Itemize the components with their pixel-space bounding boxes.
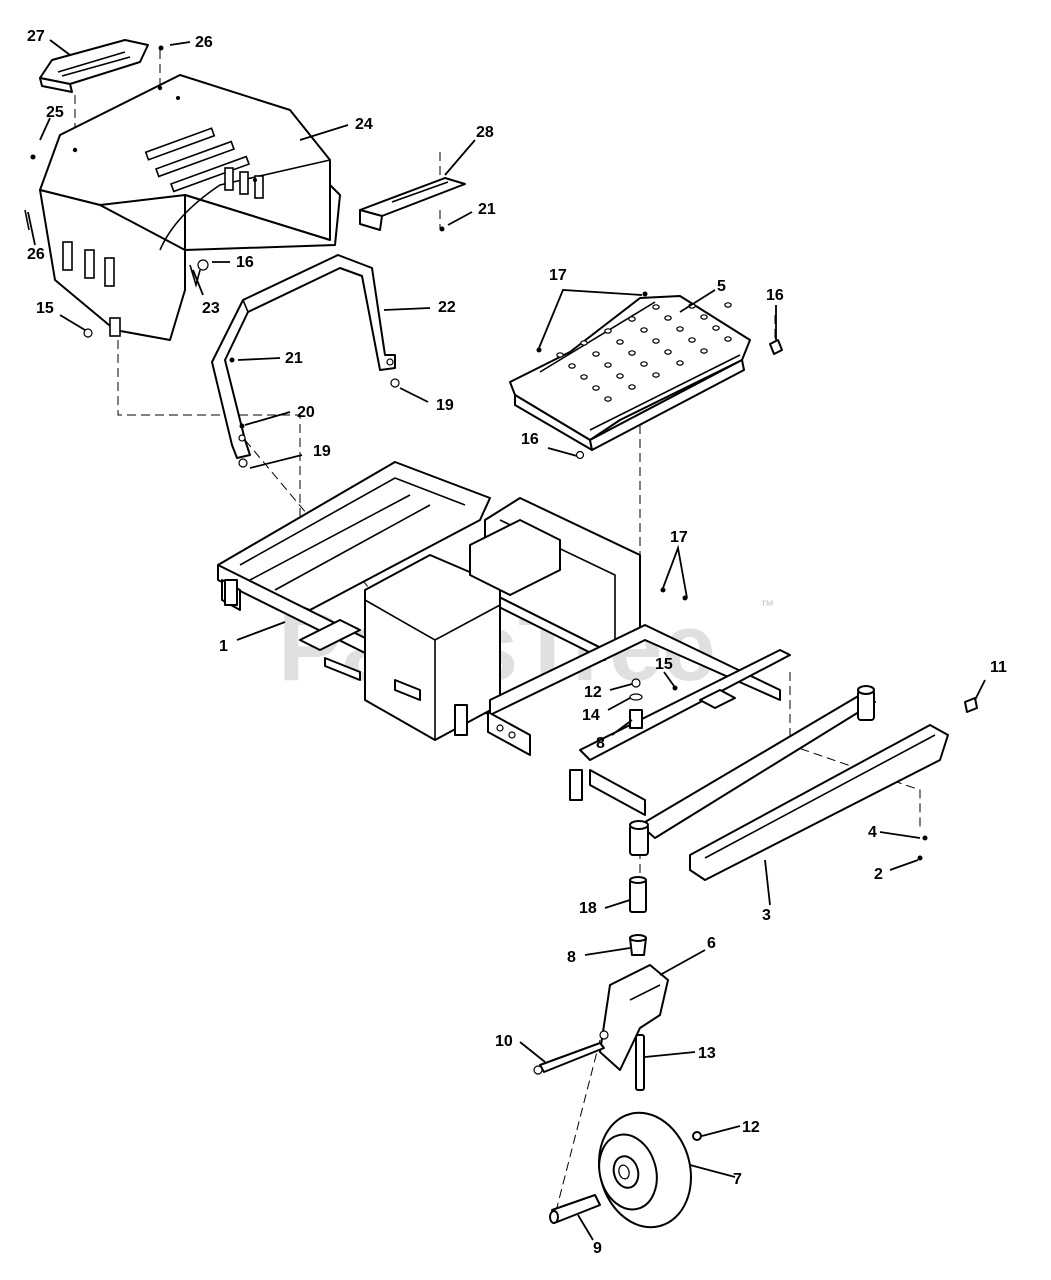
callout-3: 3 — [762, 907, 771, 924]
floor-pan-hole — [592, 351, 600, 357]
callout-26: 26 — [195, 34, 213, 51]
floor-pan-hole — [676, 360, 684, 366]
callout-7: 7 — [733, 1171, 742, 1188]
callout-1: 1 — [219, 638, 228, 655]
callout-15: 15 — [655, 656, 673, 673]
floor-pan-hole — [616, 339, 624, 345]
callout-21: 21 — [285, 350, 303, 367]
callout-4: 4 — [868, 824, 877, 841]
floor-pan-holes — [556, 302, 732, 402]
callout-21: 21 — [478, 201, 496, 218]
callout-labels: 27 26 25 24 28 21 26 16 23 22 15 21 20 1… — [27, 28, 1007, 1257]
floor-pan-hole — [616, 373, 624, 379]
floor-pan-hole — [640, 327, 648, 333]
floor-pan-hole — [664, 315, 672, 321]
floor-pan-hole — [604, 328, 612, 334]
part-5-floor-pan — [509, 291, 783, 460]
callout-9: 9 — [593, 1240, 602, 1257]
callout-11: 11 — [990, 659, 1007, 676]
floor-pan-hole — [652, 338, 660, 344]
leader-lines — [27, 39, 986, 1241]
floor-pan-hole — [628, 384, 636, 390]
callout-19: 19 — [436, 397, 454, 414]
floor-pan-hole — [640, 361, 648, 367]
floor-pan-hole — [688, 337, 696, 343]
callout-27: 27 — [27, 28, 45, 45]
part-27-cap — [39, 39, 149, 93]
callout-12: 12 — [584, 684, 602, 701]
callout-16: 16 — [236, 254, 254, 271]
callout-16: 16 — [521, 431, 539, 448]
floor-pan-hole — [604, 396, 612, 402]
callout-24: 24 — [355, 116, 373, 133]
part-1-frame — [217, 461, 876, 856]
callout-13: 13 — [698, 1045, 716, 1062]
watermark-trademark: ™ — [760, 597, 774, 613]
caster-assembly — [533, 876, 702, 1229]
floor-pan-hole — [700, 348, 708, 354]
floor-pan-hole — [628, 350, 636, 356]
callout-28: 28 — [476, 124, 494, 141]
callout-6: 6 — [707, 935, 716, 952]
callout-18: 18 — [579, 900, 597, 917]
floor-pan-hole — [664, 349, 672, 355]
callout-16: 16 — [766, 287, 784, 304]
callout-23: 23 — [202, 300, 220, 317]
callout-15: 15 — [36, 300, 54, 317]
floor-pan-hole — [712, 325, 720, 331]
floor-pan-hole — [604, 362, 612, 368]
floor-pan-hole — [568, 363, 576, 369]
part-22-seat-support — [83, 254, 400, 468]
part-3-front-bar — [689, 724, 949, 881]
callout-17: 17 — [549, 267, 567, 284]
callout-26: 26 — [27, 246, 45, 263]
callout-10: 10 — [495, 1033, 513, 1050]
floor-pan-hole — [724, 302, 732, 308]
floor-pan-hole — [652, 372, 660, 378]
callout-17: 17 — [670, 529, 688, 546]
part-24-hood — [39, 74, 341, 341]
floor-pan-hole — [580, 340, 588, 346]
callout-5: 5 — [717, 278, 726, 295]
floor-pan-hole — [652, 304, 660, 310]
floor-pan-hole — [592, 385, 600, 391]
floor-pan-hole — [580, 374, 588, 380]
part-28-bracket — [359, 177, 466, 232]
callout-25: 25 — [46, 104, 64, 121]
callout-22: 22 — [438, 299, 456, 316]
callout-8: 8 — [596, 735, 605, 752]
floor-pan-hole — [724, 336, 732, 342]
callout-19: 19 — [313, 443, 331, 460]
floor-pan-hole — [556, 352, 564, 358]
callout-14: 14 — [582, 707, 600, 724]
frame-hardware — [629, 587, 978, 861]
floor-pan-hole — [676, 326, 684, 332]
floor-pan-hole — [700, 314, 708, 320]
hood-hardware — [24, 45, 209, 288]
floor-pan-hole — [628, 316, 636, 322]
callout-20: 20 — [297, 404, 315, 421]
callout-2: 2 — [874, 866, 883, 883]
callout-12: 12 — [742, 1119, 760, 1136]
callout-8: 8 — [567, 949, 576, 966]
